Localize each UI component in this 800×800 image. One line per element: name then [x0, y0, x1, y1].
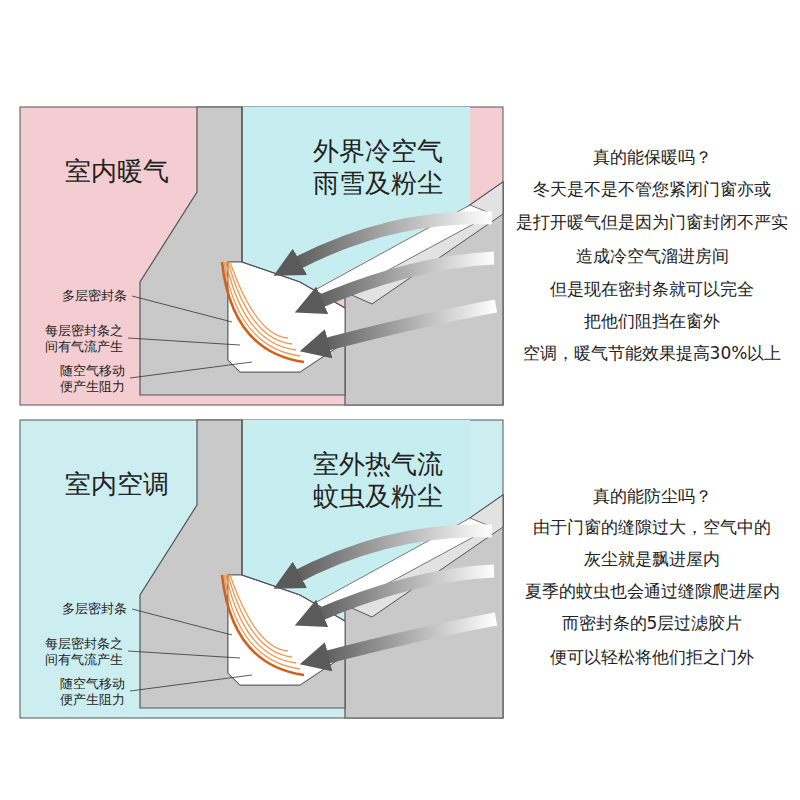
callout-label: 每层密封条之 [45, 324, 123, 339]
callout-label: 间有气流产生 [45, 340, 123, 355]
seal-strip [228, 262, 292, 344]
seal-strip [230, 262, 288, 338]
note-line: 灰尘就是飘进屋内 [584, 550, 720, 570]
seal-channel [228, 262, 345, 372]
callout-label: 便产生阻力 [60, 380, 125, 395]
leader-line [128, 651, 240, 658]
callout-label: 间有气流产生 [45, 653, 123, 668]
leader-line [132, 296, 232, 322]
note-line: 把他们阻挡在窗外 [584, 312, 720, 332]
callout-label: 便产生阻力 [60, 693, 125, 708]
callout-label: 多层密封条 [62, 602, 127, 617]
seal-strip [224, 575, 300, 669]
note-line: 是打开暖气但是因为门窗封闭不严实 [516, 213, 788, 233]
outside-label: 雨雪及粉尘 [313, 169, 443, 199]
airflow-arrow [314, 571, 494, 617]
seal-strip [226, 262, 296, 350]
window-section [20, 420, 503, 718]
airflow-arrow [320, 306, 496, 346]
note-line: 但是现在密封条就可以完全 [550, 280, 754, 300]
note-line: 真的能保暖吗？ [593, 148, 712, 168]
room-label: 室内空调 [65, 470, 169, 500]
seal-strip [222, 575, 304, 675]
note-line: 空调，暖气节能效果提高30%以上 [523, 344, 782, 364]
callout-label: 每层密封条之 [45, 637, 123, 652]
seal-strip [230, 575, 288, 651]
outside-label: 室外热气流 [313, 450, 443, 480]
note-line: 夏季的蚊虫也会通过缝隙爬进屋内 [525, 582, 780, 602]
room-area [20, 420, 503, 718]
callout-label: 多层密封条 [62, 289, 127, 304]
leader-line [128, 338, 240, 345]
note-line: 便可以轻松将他们拒之门外 [550, 648, 754, 668]
window-section [20, 107, 503, 405]
airflow-arrow [314, 258, 494, 304]
seal-strip [222, 262, 304, 362]
callout-label: 随空气移动 [60, 677, 125, 692]
note-line: 而密封条的5层过滤胶片 [562, 614, 743, 634]
outside-label: 外界冷空气 [313, 137, 443, 167]
airflow-arrow [320, 619, 496, 659]
leader-line [132, 609, 232, 635]
note-line: 冬天是不是不管您紧闭门窗亦或 [533, 180, 771, 200]
room-area [20, 107, 503, 405]
seal-channel [228, 575, 345, 685]
leader-line [130, 675, 252, 691]
note-line: 由于门窗的缝隙过大，空气中的 [533, 518, 771, 538]
seal-strip [228, 575, 292, 657]
callout-label: 随空气移动 [60, 364, 125, 379]
seal-strip [226, 575, 296, 663]
room-label: 室内暖气 [65, 157, 169, 187]
seal-strip [224, 262, 300, 356]
leader-line [130, 362, 252, 378]
note-line: 真的能防尘吗？ [593, 487, 712, 507]
outside-label: 蚊虫及粉尘 [313, 482, 443, 512]
note-line: 造成冷空气溜进房间 [576, 247, 729, 267]
